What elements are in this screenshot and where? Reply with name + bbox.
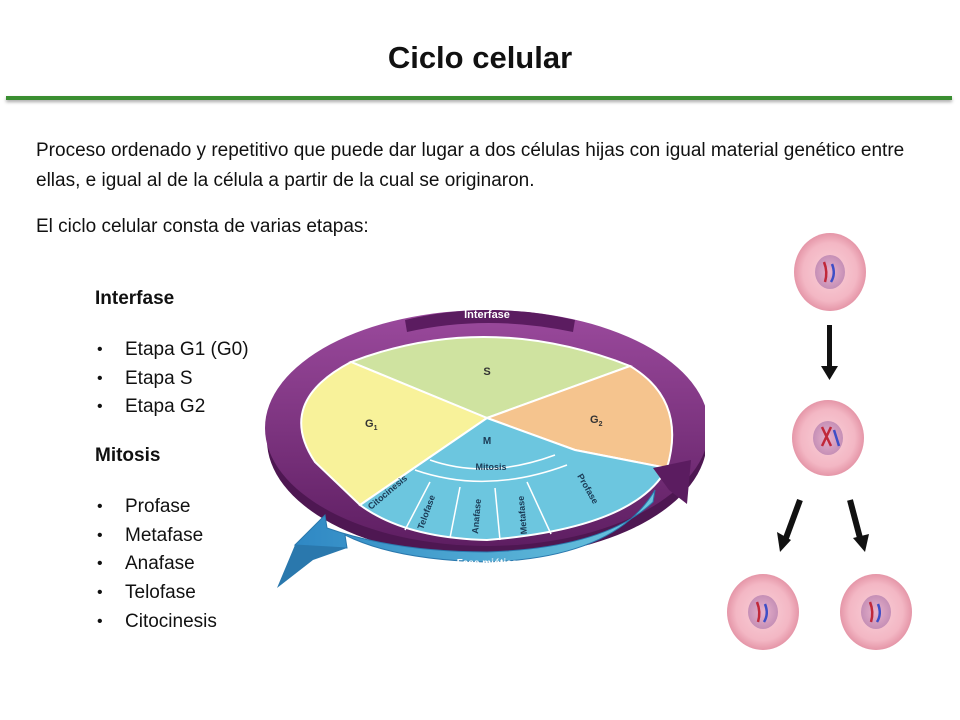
arrow-head-left-icon	[777, 532, 791, 552]
phase-divider	[449, 486, 461, 539]
g2-label: G	[590, 414, 599, 426]
list-item: Anafase	[95, 550, 249, 579]
phase-divider	[494, 487, 501, 541]
ring-label: Interfase	[464, 309, 510, 321]
arrow-down-icon	[827, 325, 832, 370]
cycle-disk	[300, 336, 674, 542]
mitosis-arc-outer	[414, 464, 568, 483]
dividing-cell	[792, 400, 864, 476]
parent-cell	[794, 233, 866, 311]
title-divider	[6, 96, 952, 100]
list-item: Etapa S	[95, 365, 249, 394]
mitosis-heading: Mitosis	[95, 445, 161, 467]
g2-label-group: G2	[590, 414, 603, 428]
stages-intro: El ciclo celular consta de varias etapas…	[36, 216, 369, 237]
list-item: Metafase	[95, 522, 249, 551]
ring-label-plate	[405, 310, 575, 332]
list-item: Telofase	[95, 579, 249, 608]
daughter-cell-right	[840, 574, 912, 650]
cell-cycle-diagram: Interfase S G1 G2 M Mitosis Citocinesis …	[265, 309, 705, 588]
arrow-down-head-icon	[821, 366, 838, 380]
anafase-label: Anafase	[470, 498, 483, 534]
ring-arrowhead	[653, 460, 691, 504]
g1-sector	[300, 360, 490, 507]
intro-paragraph: Proceso ordenado y repetitivo que puede …	[36, 140, 905, 191]
g1-label-group: G1	[365, 418, 378, 432]
g2-subscript: 2	[599, 421, 603, 428]
metafase-label: Metafase	[516, 495, 529, 534]
mitosis-arc-inner	[429, 454, 556, 470]
phase-divider	[404, 481, 431, 531]
list-item: Profase	[95, 493, 249, 522]
arrow-tail	[277, 545, 347, 588]
list-item: Citocinesis	[95, 608, 249, 637]
arrow-head-right-icon	[853, 534, 869, 552]
g1-label: G	[365, 418, 374, 430]
list-item: Etapa G2	[95, 393, 249, 422]
cell-division-illustration	[727, 233, 912, 650]
m-label: M	[483, 436, 491, 447]
phase-divider	[526, 481, 552, 535]
s-label: S	[483, 366, 490, 378]
arrow-down-right-icon	[847, 499, 863, 539]
interfase-heading: Interfase	[95, 288, 175, 309]
g1-subscript: 1	[374, 425, 378, 432]
stages-list: Interfase Etapa G1 (G0) Etapa S Etapa G2…	[95, 285, 249, 637]
arrow-down-left-icon	[783, 498, 803, 540]
list-item: Etapa G1 (G0)	[95, 336, 249, 365]
s-sector	[348, 336, 633, 420]
page-title: Ciclo celular	[387, 40, 573, 75]
fase-miotica-label: Fase miótica	[457, 558, 518, 569]
daughter-cell-left	[727, 574, 799, 650]
mitosis-band-label: Mitosis	[475, 462, 506, 472]
